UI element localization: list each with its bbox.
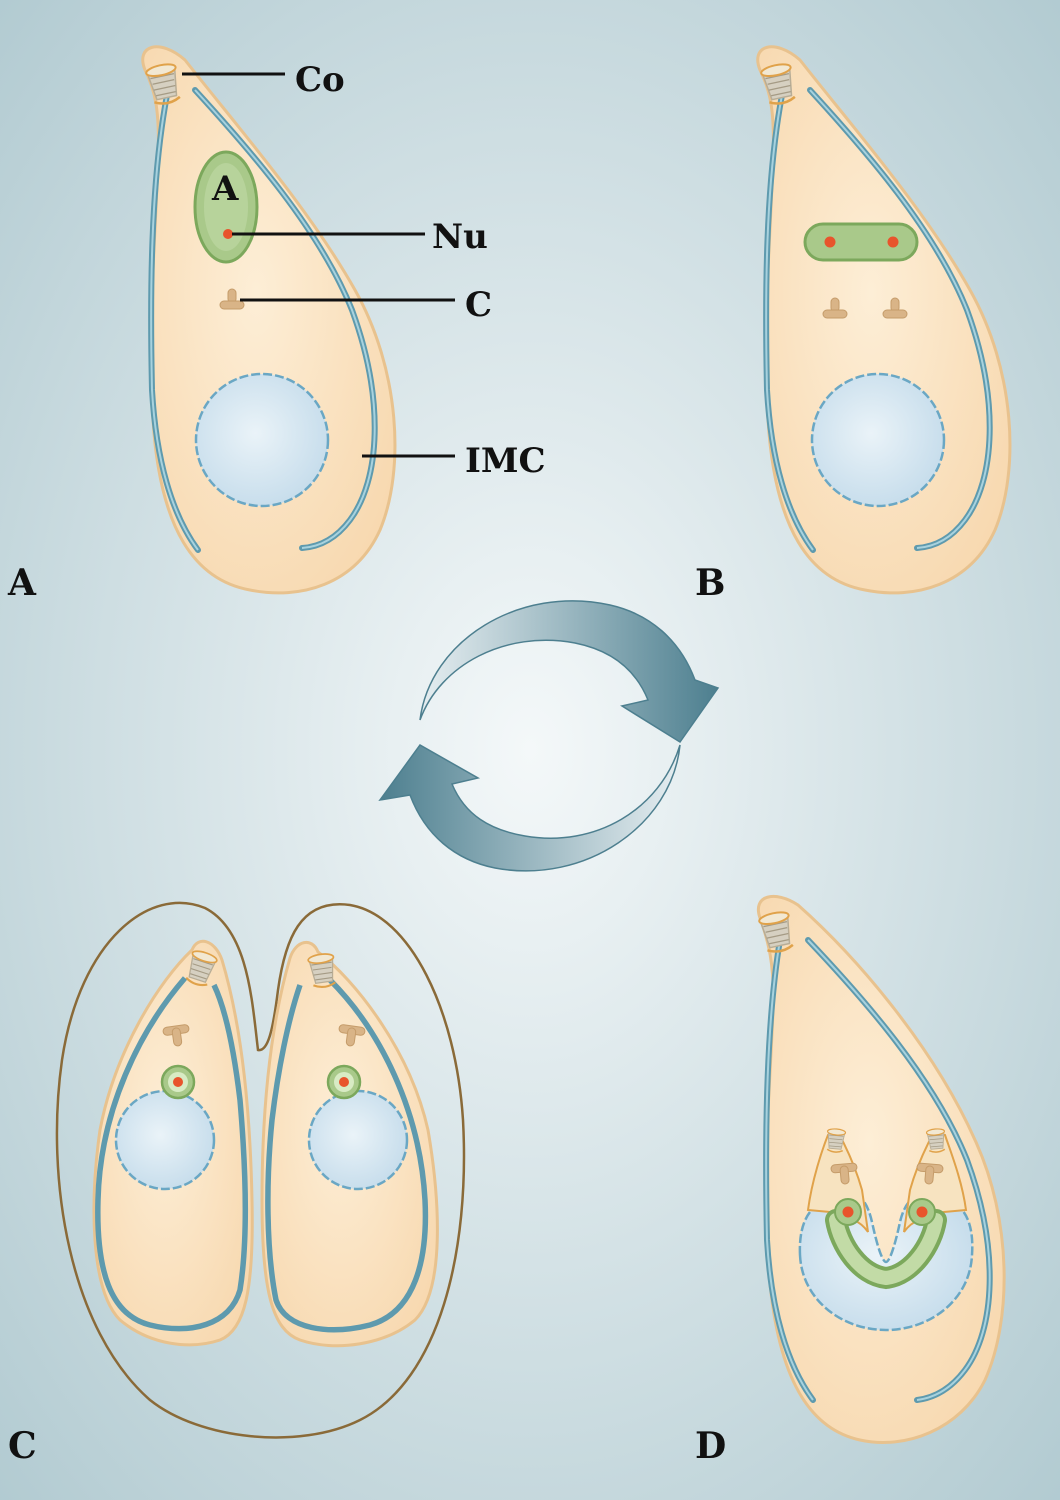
nucleolus: [223, 229, 233, 239]
cycle-arrow-top: [419, 600, 720, 744]
label-apicoplast: A: [211, 169, 239, 209]
nucleus: [810, 372, 946, 508]
label-imc: IMC: [465, 441, 546, 481]
panel-letter-d: D: [695, 1425, 726, 1467]
nucleus: [307, 1089, 409, 1191]
nucleolus-right: [887, 236, 899, 248]
parasitophorous-vacuole: [55, 901, 466, 1439]
panel-letter-a: A: [7, 562, 37, 604]
nucleus: [114, 1089, 216, 1191]
apicoplast-elongated: [803, 222, 919, 262]
label-nucleolus: Nu: [432, 217, 488, 257]
panel-c-daughter-left: [92, 939, 254, 1347]
panel-c-daughter-right: [260, 941, 439, 1348]
cycle-arrows: [378, 600, 720, 872]
nucleus: [194, 372, 330, 508]
leader-lines: [182, 72, 455, 458]
label-conoid: Co: [295, 60, 345, 100]
panel-a-cell: [141, 45, 397, 595]
imc: [95, 976, 248, 1332]
nucleolus: [173, 1077, 183, 1087]
label-centrosome: C: [465, 285, 492, 325]
panel-b-cell: [756, 45, 1012, 595]
panel-d-cell: [756, 895, 1006, 1444]
panel-c-vacuole: [55, 901, 466, 1439]
nucleolus: [339, 1077, 349, 1087]
nucleolus-left: [824, 236, 836, 248]
imc: [265, 978, 429, 1333]
panel-letter-b: B: [695, 562, 725, 604]
cycle-arrow-bottom: [378, 744, 681, 872]
panel-letter-c: C: [8, 1425, 37, 1467]
